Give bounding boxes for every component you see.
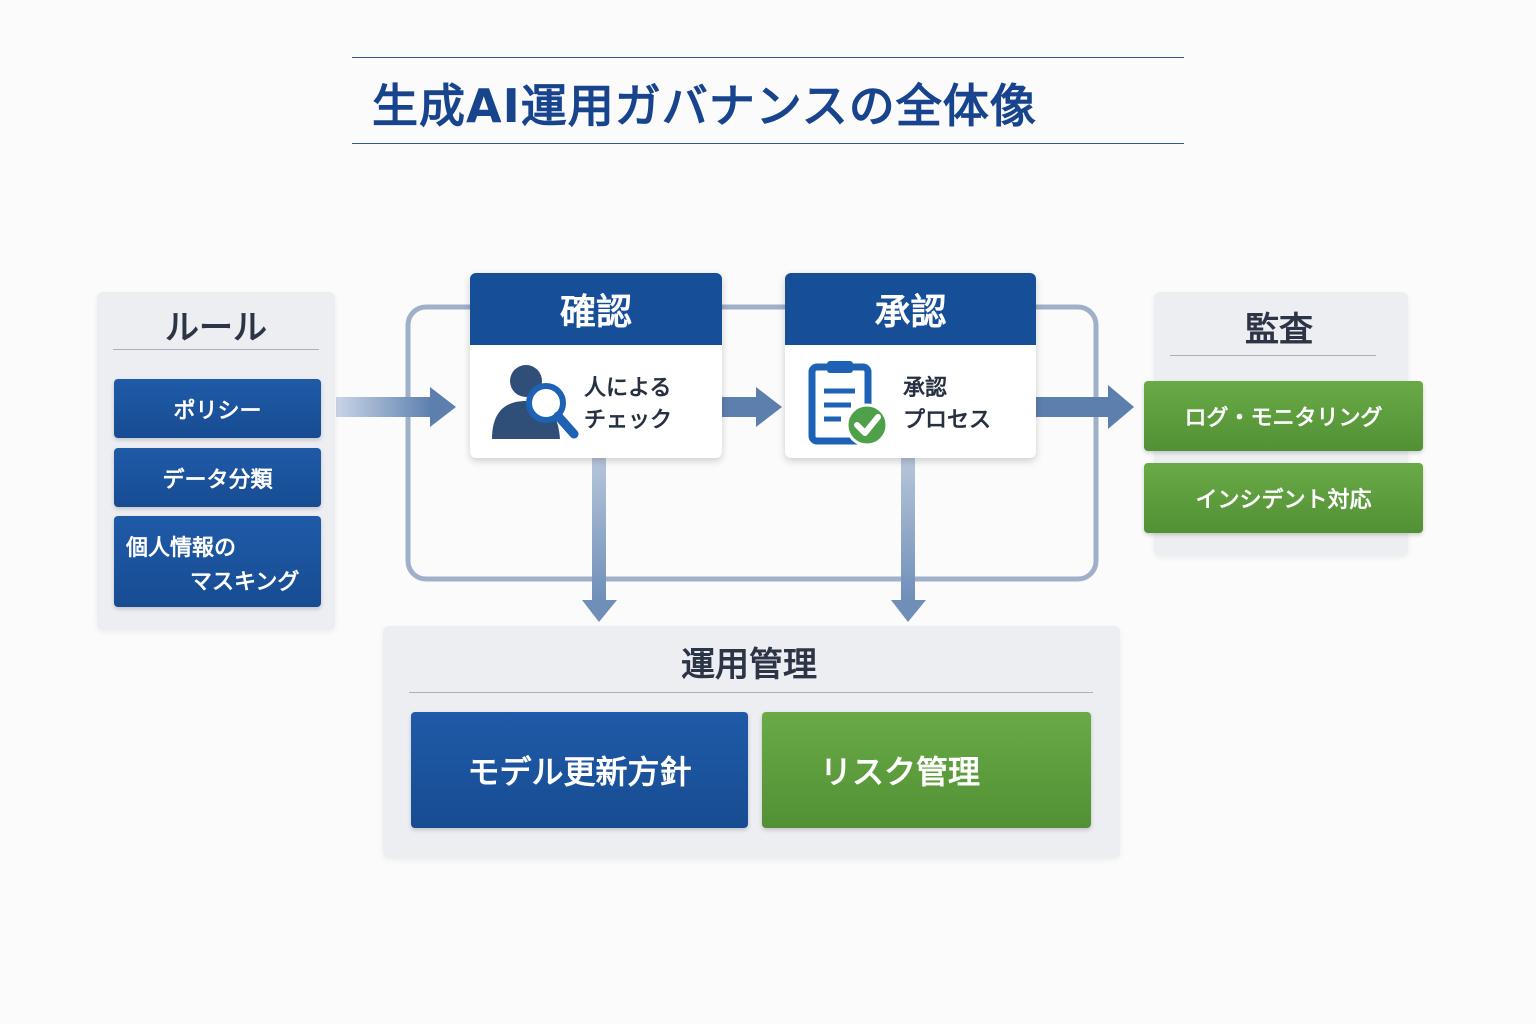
confirm-line1: 人による [584, 376, 672, 401]
model-update-policy-label: モデル更新方針 [467, 753, 692, 791]
approve-step-title: 承認 [874, 292, 947, 333]
pii-masking-label-line2: マスキング [190, 570, 300, 595]
model-update-policy-chip: モデル更新方針 [411, 712, 748, 828]
approve-step-card: 承認 承認 プロセス [785, 273, 1036, 458]
risk-management-label: リスク管理 [820, 753, 981, 791]
log-monitoring-label: ログ・モニタリング [1184, 406, 1383, 431]
pii-masking-label-line1: 個人情報の [126, 536, 237, 561]
arrow-approve-to-operations [891, 458, 926, 622]
confirm-line2: チェック [584, 408, 673, 433]
data-classification-label: データ分類 [162, 467, 273, 493]
page-title: 生成AI運用ガバナンスの全体像 [372, 79, 1037, 133]
data-classification-chip: データ分類 [114, 448, 321, 507]
operations-title: 運用管理 [681, 645, 817, 685]
approve-line2: プロセス [903, 408, 992, 433]
arrow-approve-to-audit [1036, 385, 1134, 429]
log-monitoring-chip: ログ・モニタリング [1144, 381, 1423, 451]
operations-divider [409, 692, 1093, 693]
rules-title: ルール [165, 308, 267, 348]
arrow-confirm-to-operations [582, 458, 617, 622]
confirm-step-header: 確認 [470, 273, 722, 345]
audit-divider [1170, 355, 1376, 356]
incident-response-label: インシデント対応 [1195, 488, 1372, 513]
confirm-step-card: 確認 人による チェック [470, 273, 722, 458]
policy-chip: ポリシー [114, 379, 321, 438]
arrow-confirm-to-approve [722, 387, 782, 427]
arrow-rules-to-confirm [336, 387, 456, 427]
audit-title: 監査 [1245, 310, 1313, 350]
approve-line1: 承認 [903, 376, 948, 401]
incident-response-chip: インシデント対応 [1144, 463, 1423, 533]
confirm-step-title: 確認 [559, 292, 632, 333]
title-bottom-rule [352, 143, 1184, 144]
policy-label: ポリシー [173, 398, 262, 424]
clipboard-check-icon [808, 361, 889, 447]
process-loop-line [405, 304, 1099, 582]
person-search-icon [492, 365, 579, 439]
confirm-step-description: 人による チェック [584, 373, 672, 437]
risk-management-chip: リスク管理 [762, 712, 1091, 828]
rules-divider [113, 349, 319, 350]
approve-step-header: 承認 [785, 273, 1036, 345]
approve-step-description: 承認 プロセス [903, 373, 991, 437]
pii-masking-chip: 個人情報の マスキング [114, 516, 321, 607]
title-top-rule [352, 57, 1184, 58]
